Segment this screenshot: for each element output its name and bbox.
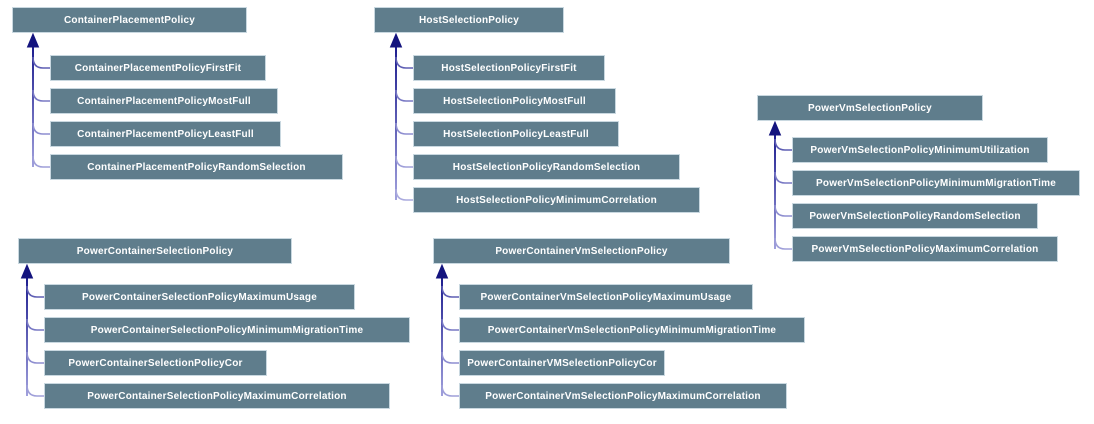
class-node[interactable]: PowerVmSelectionPolicyMaximumCorrelation (792, 236, 1058, 262)
class-node[interactable]: PowerContainerVmSelectionPolicyMaximumUs… (459, 284, 753, 310)
class-node-container-placement-policy[interactable]: ContainerPlacementPolicy (12, 7, 247, 33)
inheritance-arrow-container-placement-policy (26, 32, 50, 168)
class-node-host-selection-policy[interactable]: HostSelectionPolicy (374, 7, 564, 33)
class-node-power-container-selection-policy[interactable]: PowerContainerSelectionPolicy (18, 238, 292, 264)
class-node[interactable]: PowerVmSelectionPolicyMinimumUtilization (792, 137, 1048, 163)
inheritance-arrow-host-selection-policy (389, 32, 413, 201)
class-node[interactable]: PowerContainerSelectionPolicyMinimumMigr… (44, 317, 410, 343)
class-node[interactable]: HostSelectionPolicyFirstFit (413, 55, 605, 81)
class-node[interactable]: PowerContainerSelectionPolicyMaximumUsag… (44, 284, 355, 310)
class-node[interactable]: ContainerPlacementPolicyLeastFull (50, 121, 281, 147)
class-node[interactable]: PowerContainerSelectionPolicyCor (44, 350, 267, 376)
class-node-power-container-vm-selection-policy[interactable]: PowerContainerVmSelectionPolicy (433, 238, 730, 264)
class-node[interactable]: HostSelectionPolicyMostFull (413, 88, 616, 114)
class-node[interactable]: HostSelectionPolicyMinimumCorrelation (413, 187, 700, 213)
inheritance-arrow-power-container-vm-selection-policy (435, 263, 459, 397)
class-node[interactable]: PowerContainerSelectionPolicyMaximumCorr… (44, 383, 390, 409)
class-node[interactable]: PowerVmSelectionPolicyRandomSelection (792, 203, 1038, 229)
class-node[interactable]: ContainerPlacementPolicyMostFull (50, 88, 278, 114)
class-node[interactable]: PowerVmSelectionPolicyMinimumMigrationTi… (792, 170, 1080, 196)
class-node[interactable]: HostSelectionPolicyRandomSelection (413, 154, 680, 180)
class-node[interactable]: ContainerPlacementPolicyFirstFit (50, 55, 266, 81)
class-node[interactable]: PowerContainerVmSelectionPolicyMinimumMi… (459, 317, 805, 343)
class-node[interactable]: ContainerPlacementPolicyRandomSelection (50, 154, 343, 180)
class-node[interactable]: PowerContainerVmSelectionPolicyMaximumCo… (459, 383, 787, 409)
inheritance-arrow-power-vm-selection-policy (768, 120, 792, 250)
class-node[interactable]: PowerContainerVMSelectionPolicyCor (459, 350, 665, 376)
inheritance-arrow-power-container-selection-policy (20, 263, 44, 397)
class-node-power-vm-selection-policy[interactable]: PowerVmSelectionPolicy (757, 95, 983, 121)
class-node[interactable]: HostSelectionPolicyLeastFull (413, 121, 619, 147)
